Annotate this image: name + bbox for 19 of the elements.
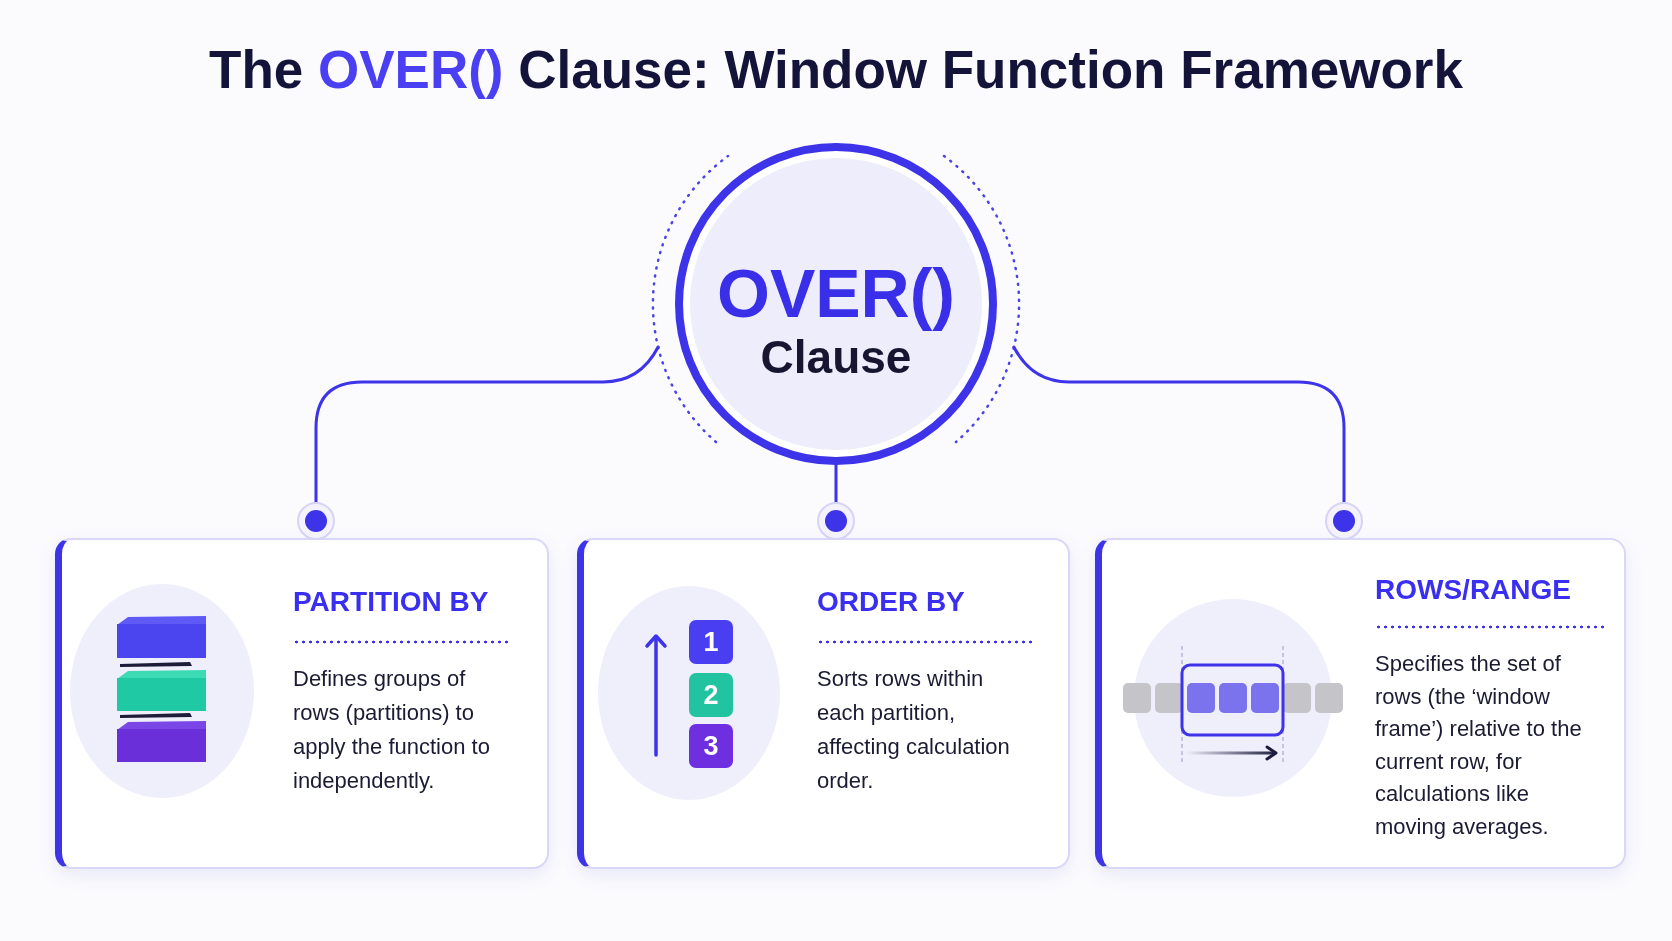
rank-tile: 3 — [689, 724, 733, 768]
connector-line — [817, 463, 855, 540]
rank-tile: 1 — [689, 620, 733, 664]
rank-tile: 2 — [689, 673, 733, 717]
card-title: ROWS/RANGE — [1375, 573, 1571, 607]
diagram-title: The OVER() Clause: Window Function Framework — [209, 39, 1463, 101]
card-description: Specifies the set of rows (the ‘window frame’) relative to the current row, for calculations like moving averages. — [1375, 650, 1583, 841]
card-title: PARTITION BY — [293, 585, 489, 619]
hub-circle — [653, 143, 1019, 465]
hub-subtitle: Clause — [760, 331, 912, 383]
card-description: Sorts rows within each partition, affecting calculation order. — [817, 665, 1011, 795]
concept-card — [55, 538, 549, 869]
concept-card — [577, 538, 1070, 869]
concept-card — [1095, 538, 1626, 869]
connector-line — [297, 345, 660, 540]
connector-line — [1012, 345, 1363, 540]
hub-title: OVER() — [717, 255, 955, 331]
card-description: Defines groups of rows (partitions) to apply the function to independently. — [293, 665, 491, 795]
card-title: ORDER BY — [817, 585, 965, 619]
